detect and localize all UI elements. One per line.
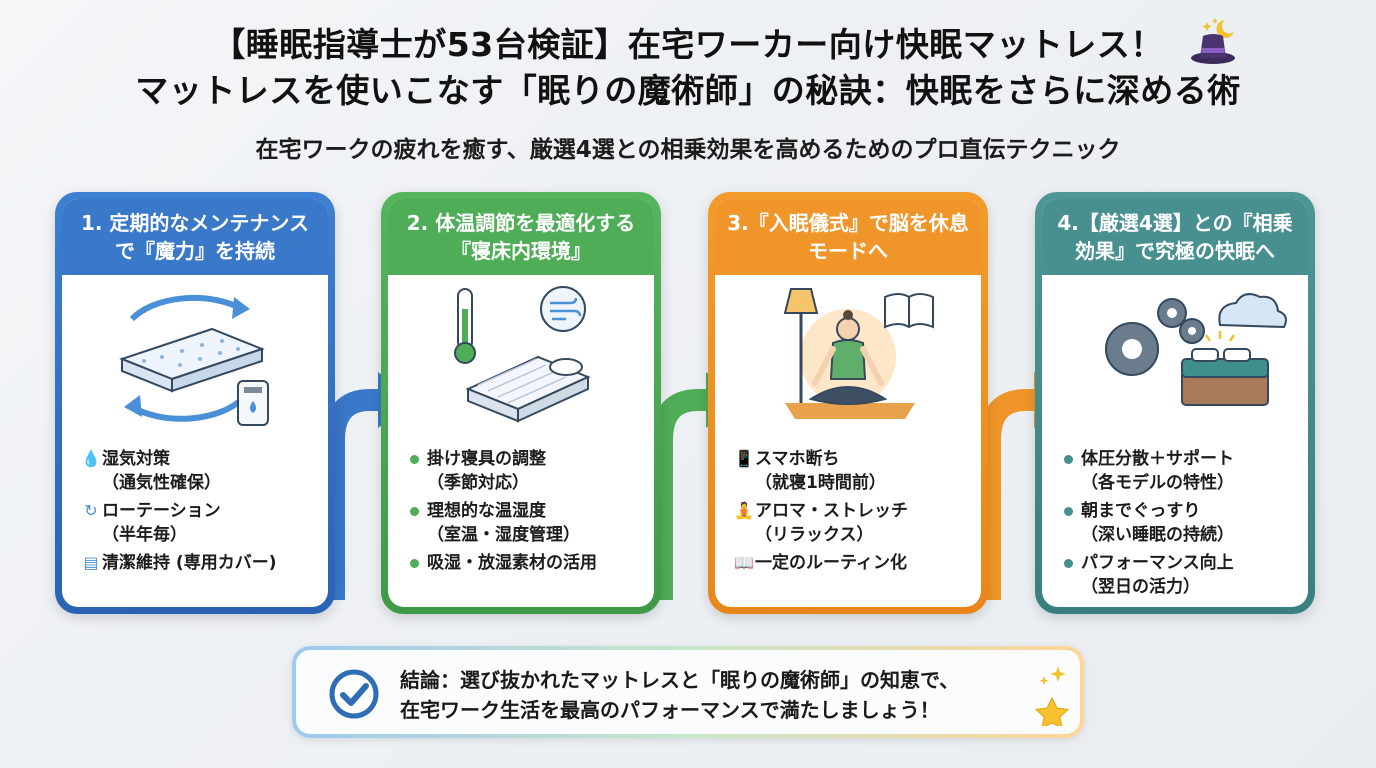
list-item: 理想的な温湿度（室温・湿度管理） bbox=[406, 499, 646, 547]
card-title: 1. 定期的なメンテナンスで『魔力』を持続 bbox=[62, 199, 328, 275]
conclusion-text: 結論：選び抜かれたマットレスと「眠りの魔術師」の知恵で、 在宅ワーク生活を最高の… bbox=[400, 665, 959, 725]
card-title: 2. 体温調節を最適化する『寝床内環境』 bbox=[388, 199, 654, 275]
subtitle: 在宅ワークの疲れを癒す、厳選4選との相乗効果を高めるためのプロ直伝テクニック bbox=[255, 137, 1121, 163]
list-item: ▤ 清潔維持 (専用カバー) bbox=[80, 551, 320, 575]
mattress-rotation-icon bbox=[119, 294, 269, 426]
title-block: 【睡眠指導士が53台検証】在宅ワーカー向け快眠マットレス！ マットレスを使いこな… bbox=[0, 22, 1376, 114]
bullet-dot bbox=[410, 559, 419, 568]
meditation-icon bbox=[783, 288, 934, 419]
list-item: 吸湿・放湿素材の活用 bbox=[406, 551, 646, 575]
card-list: 掛け寝具の調整（季節対応） 理想的な温湿度（室温・湿度管理） 吸湿・放湿素材の活… bbox=[406, 447, 646, 579]
card-list: 📱 スマホ断ち（就寝1時間前） 🧘 アロマ・ストレッチ（リラックス） 📖 一定の… bbox=[733, 447, 973, 579]
bullet-dot bbox=[1064, 507, 1073, 516]
list-item: 朝までぐっすり（深い睡眠の持続） bbox=[1060, 499, 1300, 547]
list-item: 🧘 アロマ・ストレッチ（リラックス） bbox=[734, 501, 908, 545]
magic-hat-icon bbox=[1191, 18, 1235, 64]
sparkle-star-icon bbox=[1034, 666, 1070, 726]
conclusion-box: 結論：選び抜かれたマットレスと「眠りの魔術師」の知恵で、 在宅ワーク生活を最高の… bbox=[292, 646, 1084, 738]
cover-icon: ▤ bbox=[83, 553, 99, 572]
title-line-1: 【睡眠指導士が53台検証】在宅ワーカー向け快眠マットレス！ bbox=[212, 25, 1164, 64]
card-title: 4.【厳選4選】との『相乗効果』で究極の快眠へ bbox=[1042, 199, 1308, 275]
bullet-dot bbox=[410, 507, 419, 516]
check-circle-icon bbox=[329, 669, 379, 719]
list-item: ↻ ローテーション（半年毎） bbox=[80, 499, 320, 547]
gears-bed-icon bbox=[1105, 293, 1287, 406]
title-line-2: マットレスを使いこなす「眠りの魔術師」の秘訣：快眠をさらに深める術 bbox=[135, 71, 1241, 110]
list-item: 体圧分散＋サポート（各モデルの特性） bbox=[1060, 447, 1300, 495]
water-drop-icon: 💧 bbox=[81, 449, 101, 468]
card-list: 💧 湿気対策（通気性確保） ↻ ローテーション（半年毎） ▤ 清潔維持 (専用カ… bbox=[80, 447, 320, 579]
list-item: 掛け寝具の調整（季節対応） bbox=[406, 447, 646, 495]
yoga-icon: 🧘 bbox=[734, 501, 754, 520]
card-ritual: 3.『入眠儀式』で脳を休息モードへ 📱 スマホ断ち（就寝1時間前） 🧘 アロマ・… bbox=[708, 192, 988, 614]
list-item: 📖 一定のルーティン化 bbox=[734, 553, 907, 573]
bullet-dot bbox=[1064, 559, 1073, 568]
bullet-dot bbox=[410, 455, 419, 464]
card-list: 体圧分散＋サポート（各モデルの特性） 朝までぐっすり（深い睡眠の持続） パフォー… bbox=[1060, 447, 1300, 603]
conclusion-line-1: 結論：選び抜かれたマットレスと「眠りの魔術師」の知恵で、 bbox=[400, 668, 960, 692]
book-icon: 📖 bbox=[734, 553, 754, 572]
card-synergy: 4.【厳選4選】との『相乗効果』で究極の快眠へ 体圧分散＋サポート（各モデ bbox=[1035, 192, 1315, 614]
conclusion-line-2: 在宅ワーク生活を最高のパフォーマンスで満たしましょう！ bbox=[400, 698, 940, 722]
rotate-icon: ↻ bbox=[84, 501, 98, 520]
thermometer-bed-icon bbox=[454, 286, 591, 423]
phone-icon: 📱 bbox=[734, 449, 754, 468]
card-title: 3.『入眠儀式』で脳を休息モードへ bbox=[715, 199, 981, 275]
bullet-dot bbox=[1064, 455, 1073, 464]
card-environment: 2. 体温調節を最適化する『寝床内環境』 掛け寝具の調整（季節対応） 理想的な温… bbox=[381, 192, 661, 614]
card-maintenance: 1. 定期的なメンテナンスで『魔力』を持続 💧 湿気対策（通気性確保） bbox=[55, 192, 335, 614]
list-item: パフォーマンス向上（翌日の活力） bbox=[1060, 551, 1300, 599]
list-item: 💧 湿気対策（通気性確保） bbox=[81, 449, 221, 493]
list-item: 📱 スマホ断ち（就寝1時間前） bbox=[734, 449, 886, 493]
